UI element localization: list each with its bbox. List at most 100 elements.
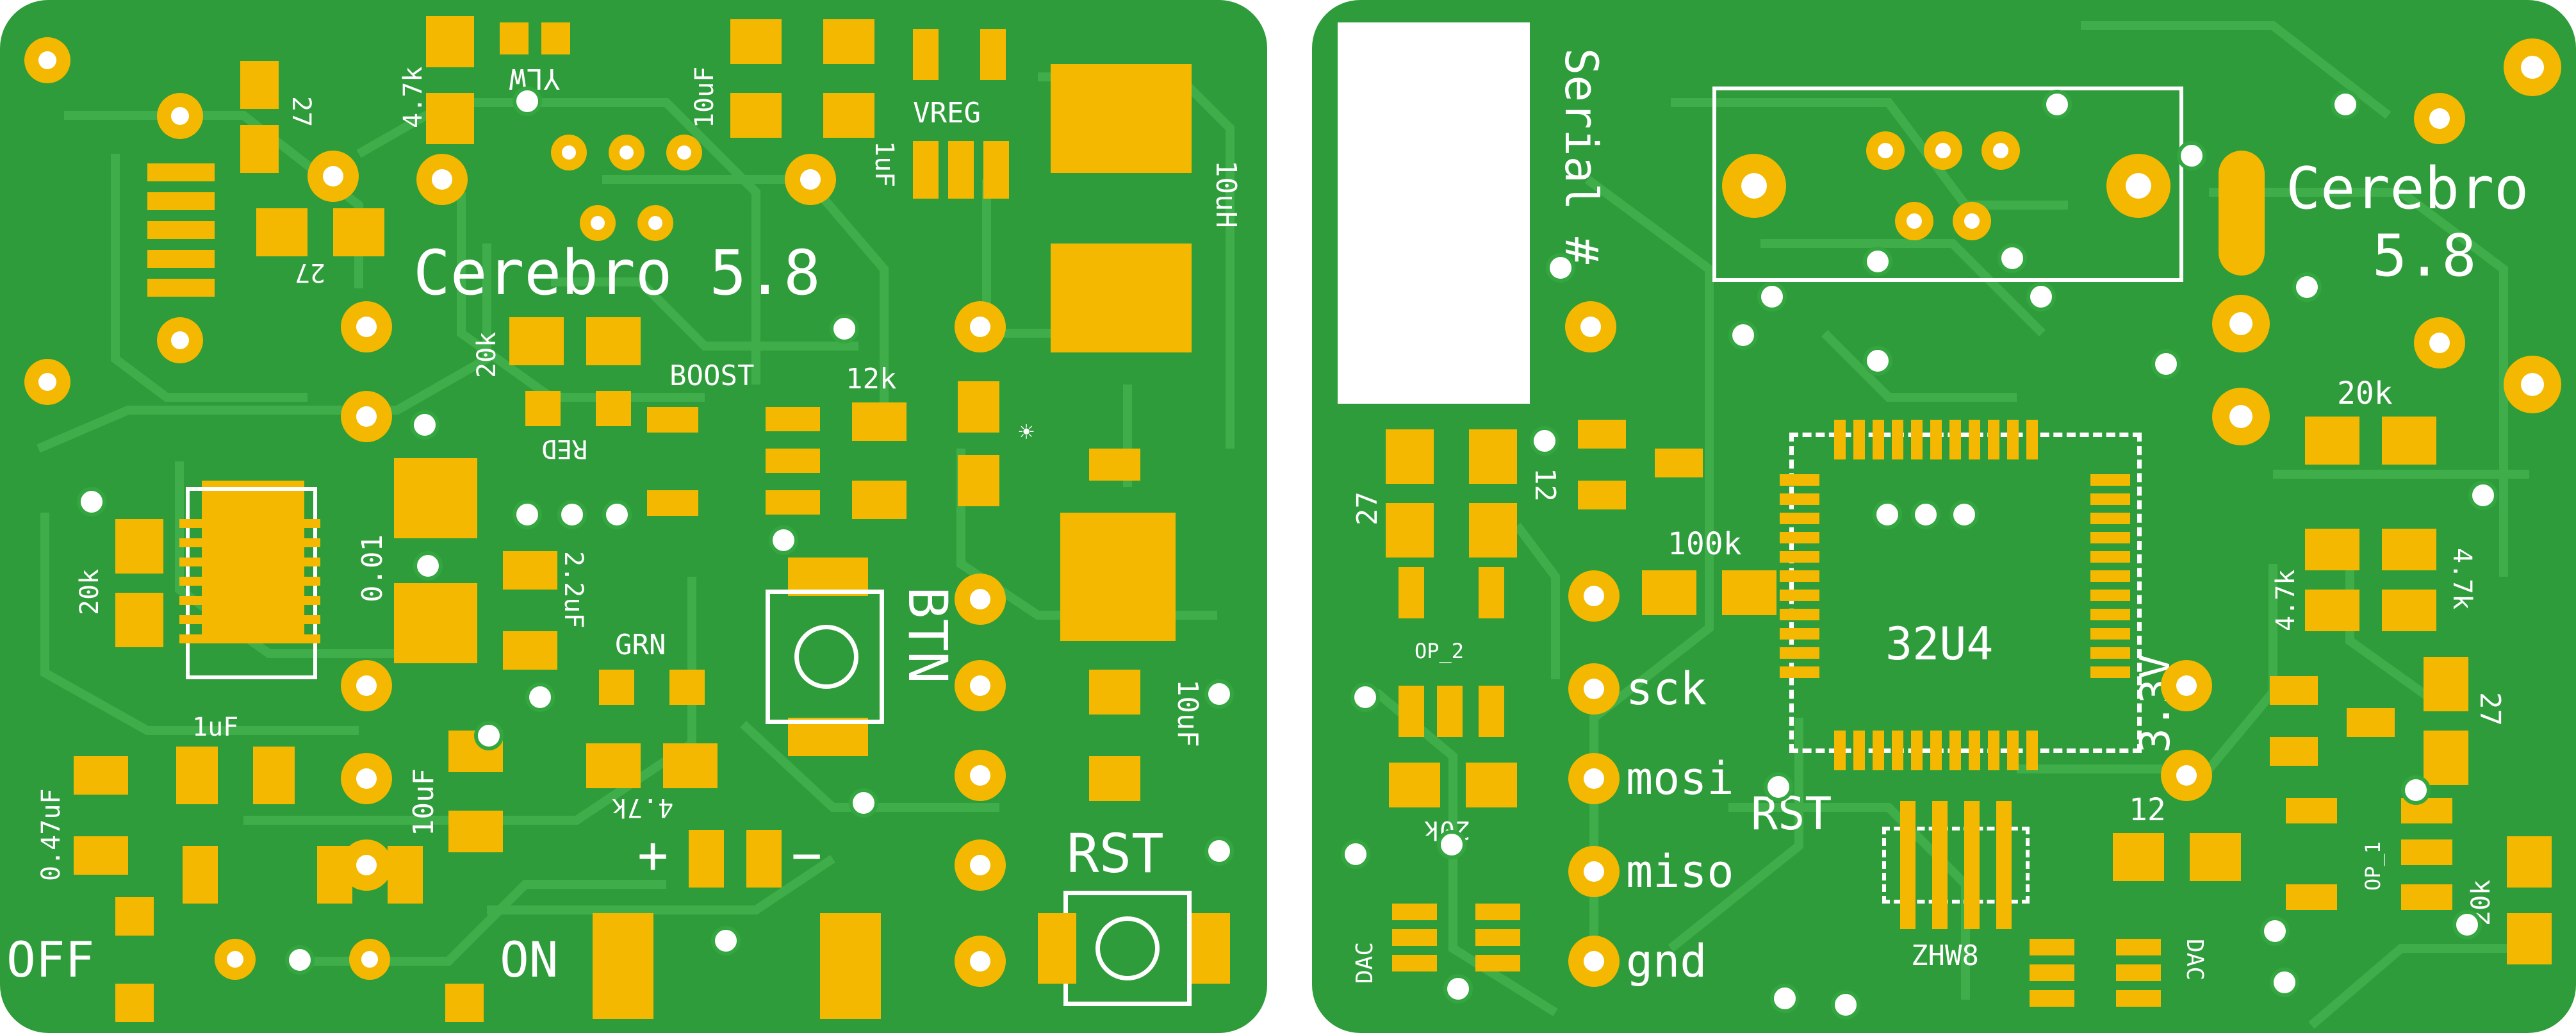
pad: [958, 381, 999, 433]
usb-shield-pin: [2106, 154, 2170, 218]
battery-minus-label: −: [791, 825, 823, 885]
pin: [637, 205, 673, 241]
rst-actuator[interactable]: [1095, 916, 1160, 980]
pad: [1386, 503, 1434, 558]
pad: [766, 490, 820, 515]
pad: [394, 583, 477, 663]
pad: [2305, 529, 2359, 570]
pin: [416, 154, 468, 205]
pad: [852, 481, 907, 519]
via: [413, 551, 443, 581]
pad: [74, 836, 128, 875]
r100k-label: 100k: [1668, 526, 1742, 562]
pad: [2382, 417, 2436, 465]
pin: [551, 135, 587, 170]
pad: [669, 670, 705, 705]
pad: [183, 846, 218, 904]
pin: [1565, 301, 1616, 352]
r20k-left-label: 20k: [472, 331, 502, 378]
pad: [388, 846, 423, 904]
via: [2177, 141, 2206, 170]
pin: [341, 301, 392, 352]
via: [2292, 272, 2322, 302]
pin: [609, 135, 644, 170]
boost-label: BOOST: [669, 359, 755, 392]
via: [2026, 282, 2056, 311]
via: [2260, 916, 2290, 946]
pad: [147, 279, 215, 297]
pin: [2212, 388, 2270, 445]
pad: [913, 29, 939, 80]
pad: [823, 93, 874, 138]
btn-switch[interactable]: [766, 590, 884, 724]
pad: [1964, 801, 1980, 929]
via: [2151, 349, 2181, 379]
pad: [647, 407, 698, 433]
switch-hole: [349, 939, 390, 980]
pad: [2401, 884, 2452, 910]
via: [285, 945, 315, 975]
via: [1546, 253, 1575, 283]
pad: [2030, 939, 2074, 955]
pad: [983, 141, 1009, 199]
pin: [2161, 750, 2212, 801]
via: [2270, 968, 2299, 997]
pad: [115, 897, 154, 936]
pad: [2305, 417, 2359, 465]
pad: [2116, 964, 2161, 981]
pcb-back-side: Serial # Cerebro 5.8 27 12 OP_2 20k 100k: [1312, 0, 2576, 1033]
via: [1998, 244, 2027, 273]
pad: [426, 16, 474, 67]
pad: [1900, 801, 1916, 929]
pin: [2414, 317, 2465, 368]
pad: [147, 250, 215, 268]
pad: [2424, 731, 2468, 785]
pad: [176, 747, 218, 804]
pin: [955, 839, 1006, 891]
via: [1770, 984, 1800, 1013]
pad: [1932, 801, 1948, 929]
r4k7-bottom-label: 4.7k: [612, 793, 674, 822]
pad: [1996, 801, 2012, 929]
pad: [2401, 839, 2452, 865]
pad: [599, 670, 634, 705]
pad: [2286, 798, 2337, 823]
via: [2331, 90, 2360, 119]
mount-hole: [2504, 38, 2561, 96]
pad: [115, 519, 163, 574]
pad: [240, 125, 279, 173]
via: [711, 926, 741, 955]
usb-pin: [1953, 202, 1991, 240]
btn-actuator[interactable]: [794, 625, 858, 689]
pad: [2190, 833, 2241, 881]
sck-label: sck: [1626, 663, 1707, 715]
pad: [1392, 929, 1437, 946]
pad: [1479, 567, 1504, 618]
pad: [1386, 429, 1434, 484]
on-label: ON: [500, 931, 559, 988]
via: [1437, 830, 1466, 859]
via: [1757, 282, 1787, 311]
r27-right-label: 27: [2473, 692, 2506, 726]
pin: [955, 301, 1006, 352]
header-pin-sck: [1568, 663, 1620, 715]
pad: [1389, 763, 1440, 807]
pad: [1089, 756, 1140, 801]
pad: [2116, 990, 2161, 1007]
via: [2042, 90, 2072, 119]
pad: [147, 163, 215, 181]
pin: [666, 135, 702, 170]
pad: [2113, 833, 2164, 881]
pad: [1437, 686, 1463, 737]
pad: [2270, 737, 2318, 766]
c001-label: 0.01: [356, 534, 389, 602]
pad: [746, 830, 782, 888]
pad: [179, 577, 320, 586]
via: [525, 682, 555, 712]
r20k-top-label: 20k: [2337, 376, 2393, 411]
header-pin-mosi: [1568, 753, 1620, 804]
pad: [1392, 955, 1437, 971]
pad: [647, 490, 698, 516]
via: [830, 314, 859, 343]
r4k7-a-label: 4.7k: [2271, 569, 2301, 631]
